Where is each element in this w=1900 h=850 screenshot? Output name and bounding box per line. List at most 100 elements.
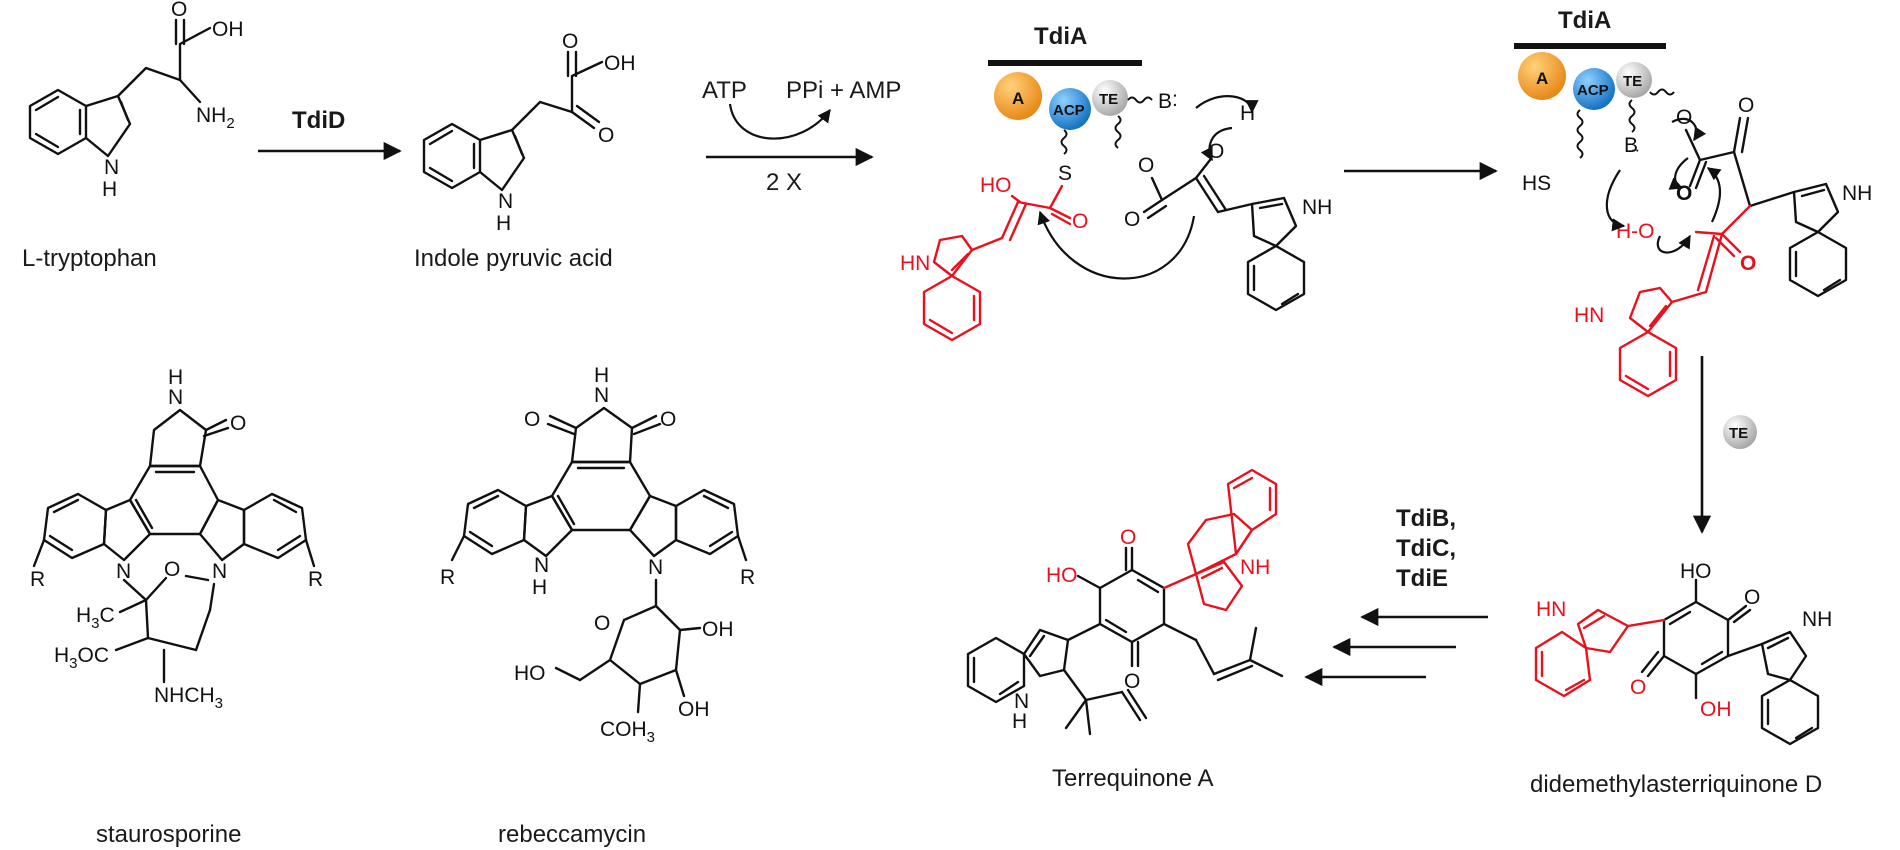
a-domain-1-text: A [1012,89,1024,108]
staurosporine-structure: N H O R N R N O H3C H3OC [30,366,323,712]
thioester-s: S [1058,162,1072,185]
stauro-lactam-n: N [168,386,183,409]
base-b-1: B [1158,90,1172,113]
acp-domain-1 [1049,88,1091,130]
rebecca-r-right: R [740,566,755,589]
stauro-r-right: R [308,568,323,591]
te-domain-1 [1092,80,1128,116]
stauro-n-left: N [116,560,131,583]
rebecca-imide-o-left: O [524,408,540,431]
acp-domain-1-text: ACP [1053,102,1085,119]
tq-ho: HO [1046,564,1078,587]
a-domain-1 [994,72,1042,120]
stauro-r-left: R [30,568,45,591]
a-domain-2-text: A [1536,69,1548,88]
te-domain-2 [1616,62,1652,98]
dq-left-indole-hn: HN [1536,598,1566,621]
acp-thioester-linker-1 [1060,129,1068,155]
red-enol-h-o: H-O [1616,220,1655,243]
tdia-1-label: TdiA [1034,23,1087,50]
didemethylasterriquinone-d-label: didemethylasterriquinone D [1530,771,1822,798]
tryptophan-carbonyl-o: O [171,0,187,21]
indole-nh-1: NH [1302,196,1332,219]
cyclization-arrow-2 [1706,167,1722,223]
ipa-oh: OH [604,52,636,75]
indole-pyruvic-acid-structure: O OH O N H [422,30,636,235]
rebecca-n-right: N [648,556,663,579]
ipa-carbonyl-o: O [562,30,578,53]
rebecca-r-left: R [440,566,455,589]
staurosporine-label: staurosporine [96,821,241,848]
tq-red-indole-nh: NH [1240,556,1270,579]
rebecca-imide-o-right: O [660,408,676,431]
tq-indole-h: H [1012,710,1027,733]
two-x-label: 2 X [766,169,802,196]
base-b-2: B [1624,134,1638,157]
tq-o-top: O [1120,526,1136,549]
acp-domain-2 [1573,68,1615,110]
tdia-complex-2: TdiA A ACP TE HS B ¨ O O O NH [1514,7,1872,398]
deprotonation-arrow-2 [1605,169,1626,232]
stauro-lactam-o: O [230,412,246,435]
ester-o-2: O [1676,106,1692,129]
base-lone-pair-1: : [1172,88,1178,111]
te-domain-1-text: TE [1099,91,1118,108]
tdie-label: TdiE [1396,565,1448,592]
ipa-indole-h: H [496,212,511,235]
atp-consumption-curve [728,103,831,140]
terrequinone-a-label: Terrequinone A [1052,765,1213,792]
stauro-lactam-h: H [168,366,183,389]
acp-thiol-linker-2 [1576,109,1584,159]
tdia-complex-1: TdiA A ACP TE B : S O O HO HN [900,23,1332,342]
red-enol-ho: HO [980,174,1012,197]
te-domain-2-text: TE [1623,73,1642,90]
rebecca-n-left: N [534,554,549,577]
te-base-linker-2 [1628,99,1636,133]
ipa-keto-o: O [598,124,614,147]
stauro-h3oc: H3OC [54,644,109,672]
te-ester-linker-1 [1114,115,1122,149]
carbonyl-arrow-2 [1668,157,1689,190]
terrequinone-a-structure: O HO O NH N H [966,468,1284,736]
ppi-amp-label: PPi + AMP [786,77,901,104]
stauro-h3c: H3C [76,604,115,632]
tdib-label: TdiB, [1396,505,1456,532]
tq-o-bottom: O [1124,670,1140,693]
stauro-ring-o: O [164,558,180,581]
tryptophan-indole-h: H [102,178,117,201]
dq-o-top: O [1744,586,1760,609]
rebecca-imide-n: N [594,384,609,407]
ester-cleavage-arrow [1671,117,1707,142]
indole-nh-2: NH [1842,182,1872,205]
ester-o-1: O [1138,154,1154,177]
dq-o-bottom: O [1630,676,1646,699]
tryptophan-nh2: NH2 [196,104,235,132]
te-base-linker-1 [1127,96,1153,104]
ester-carbonyl-o-1: O [1124,208,1140,231]
te-ester-linker-2 [1649,88,1675,96]
a-domain-2 [1518,52,1566,100]
enolate-arrow-1 [1200,126,1233,162]
ipa-label: Indole pyruvic acid [414,245,613,272]
rebecca-oh-1: OH [702,618,734,641]
rebecca-ring-o: O [594,612,610,635]
tryptophan-oh: OH [212,18,244,41]
tq-indole-n: N [1014,690,1029,713]
red-thioester-o: O [1072,210,1088,233]
nucleophilic-attack-arrow-1 [1037,210,1196,280]
red-keto-o-2: O [1740,252,1756,275]
red-indole-hn-1: HN [900,252,930,275]
tryptophan-indole-n: N [104,156,119,179]
te-catalyst-text: TE [1729,425,1748,442]
base-lone-pair-2: ¨ [1632,146,1639,169]
didemethylasterriquinone-d-structure: O HO O OH NH HN [1534,560,1832,746]
rebecca-h-left: H [532,576,547,599]
free-thiol-hs: HS [1522,172,1551,195]
te-catalyst-ball [1723,415,1757,449]
l-tryptophan-structure: O OH NH2 N H [28,0,244,201]
ipa-indole-n: N [498,190,513,213]
deprotonation-arrow-1 [1195,95,1259,114]
tdia-2-label: TdiA [1558,7,1611,34]
rebecca-coh3: COH3 [600,718,655,746]
